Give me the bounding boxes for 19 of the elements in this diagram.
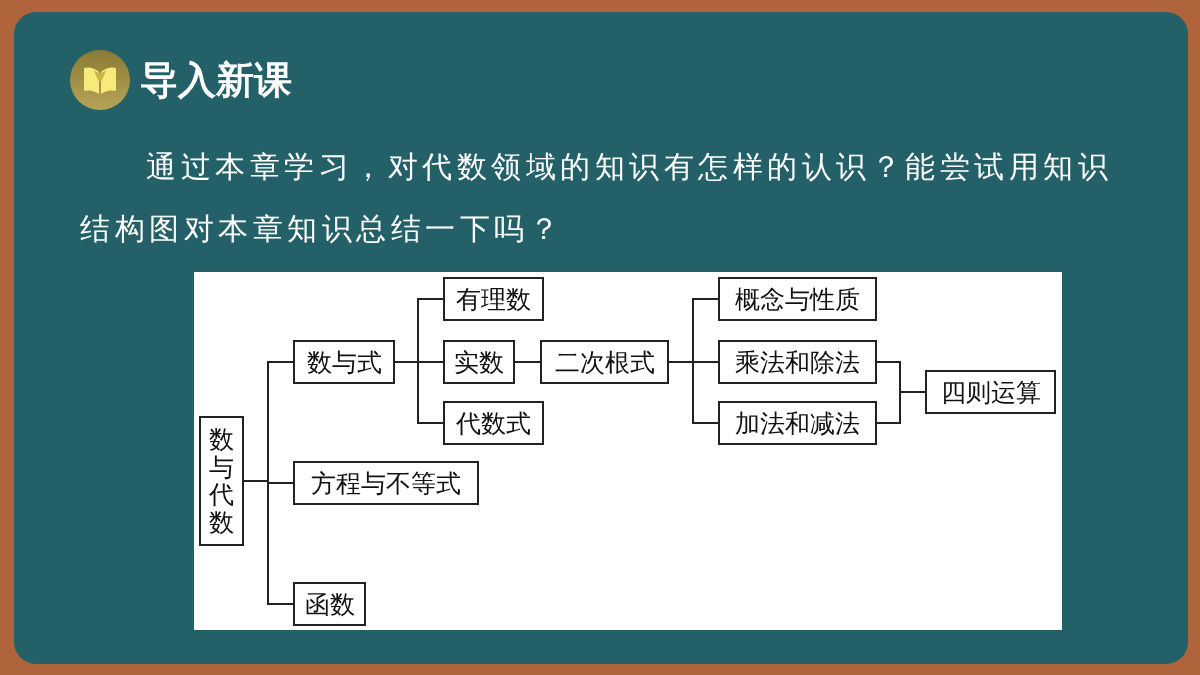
connector-line — [394, 361, 444, 424]
concept-box: 乘法和除法 — [718, 340, 877, 384]
connector-line — [668, 361, 719, 424]
connector-line — [243, 480, 294, 605]
heading: 导入新课 — [140, 57, 292, 104]
concept-box: 数与代数 — [199, 416, 244, 546]
concept-box: 代数式 — [443, 401, 544, 445]
concept-box: 方程与不等式 — [293, 461, 479, 505]
concept-box: 数与式 — [293, 340, 395, 384]
concept-box: 加法和减法 — [718, 401, 877, 445]
paragraph: 通过本章学习，对代数领域的知识有怎样的认识？能尝试用知识结构图对本章知识总结一下吗？ — [80, 148, 1113, 248]
concept-box: 函数 — [293, 582, 366, 626]
concept-box: 概念与性质 — [718, 277, 877, 321]
concept-box: 四则运算 — [925, 370, 1056, 414]
concept-box: 二次根式 — [540, 340, 669, 384]
connector-line — [876, 391, 926, 424]
connector-line — [514, 361, 541, 363]
concept-box: 实数 — [443, 340, 515, 384]
concept-box: 有理数 — [443, 277, 544, 321]
